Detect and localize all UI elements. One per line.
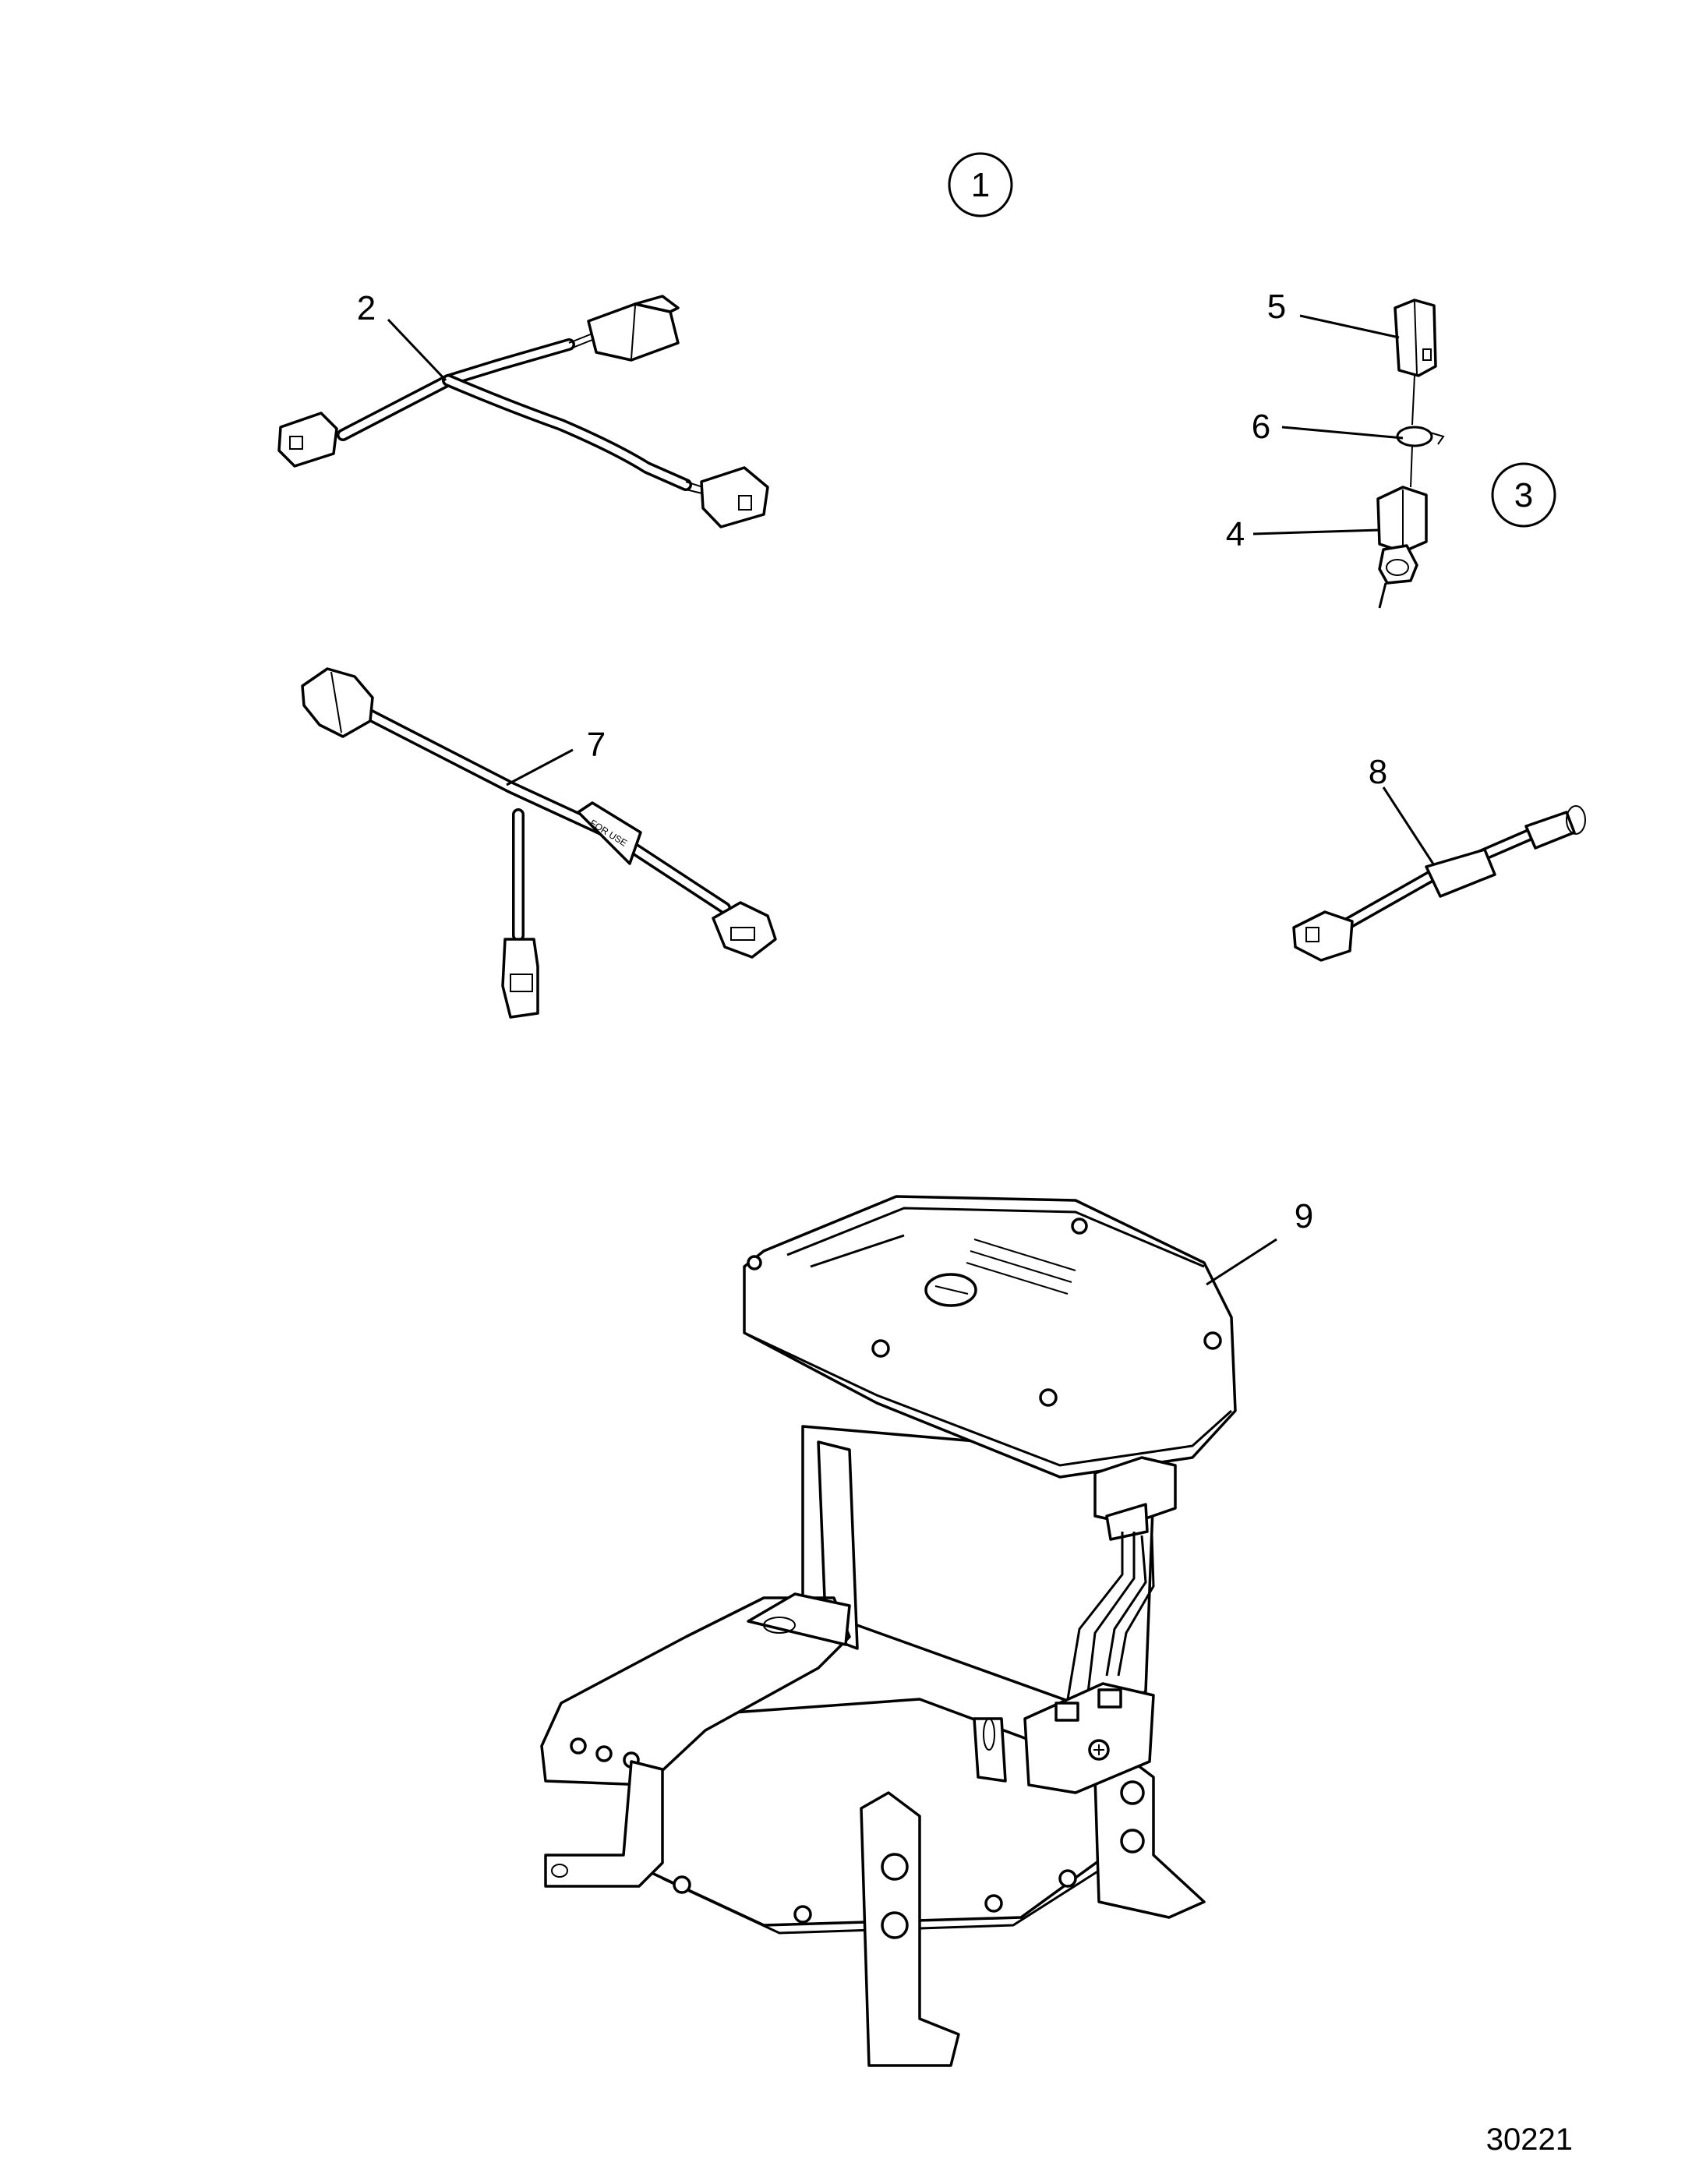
callout-4-label: 4 — [1226, 515, 1245, 553]
part-8-adapter-cable — [1292, 805, 1586, 962]
callout-3-group: 3 — [1491, 462, 1556, 528]
callout-2-label: 2 — [357, 289, 376, 327]
callout-5-leader — [1299, 314, 1400, 339]
part-5-connector — [1394, 299, 1437, 426]
part-7-t-harness: FOR USE — [301, 667, 777, 1019]
callout-6-label: 6 — [1252, 408, 1270, 446]
callout-7-group: 7 — [506, 726, 606, 786]
callout-8-leader — [1382, 786, 1436, 866]
callout-8-group: 8 — [1369, 753, 1436, 866]
callout-4-leader — [1252, 528, 1380, 535]
part-2-y-harness — [277, 295, 769, 528]
callout-5-label: 5 — [1267, 288, 1286, 326]
callout-7-leader — [506, 748, 574, 786]
callout-6-leader — [1281, 426, 1404, 440]
callout-1-label: 1 — [971, 166, 990, 204]
callout-6-group: 6 — [1252, 408, 1404, 446]
callout-8-label: 8 — [1369, 753, 1387, 791]
callout-1-circle — [948, 152, 1013, 217]
part-4-sensor-connector — [1376, 486, 1428, 609]
callout-9-label: 9 — [1295, 1197, 1313, 1235]
figure-number: 30221 — [1486, 2122, 1573, 2157]
callout-5-group: 5 — [1267, 288, 1400, 339]
callout-7-label: 7 — [587, 726, 606, 764]
callout-1-group: 1 — [948, 152, 1013, 217]
callout-4-group: 4 — [1226, 515, 1380, 553]
callout-2-group: 2 — [357, 289, 447, 382]
part-9-actuator-assembly — [540, 1195, 1237, 2067]
callout-9-leader — [1206, 1238, 1277, 1286]
callout-9-group: 9 — [1206, 1197, 1313, 1286]
callout-3-label: 3 — [1514, 476, 1533, 514]
part-6-clip — [1396, 426, 1445, 488]
callout-3-circle — [1491, 462, 1556, 528]
callout-2-leader — [387, 318, 447, 382]
